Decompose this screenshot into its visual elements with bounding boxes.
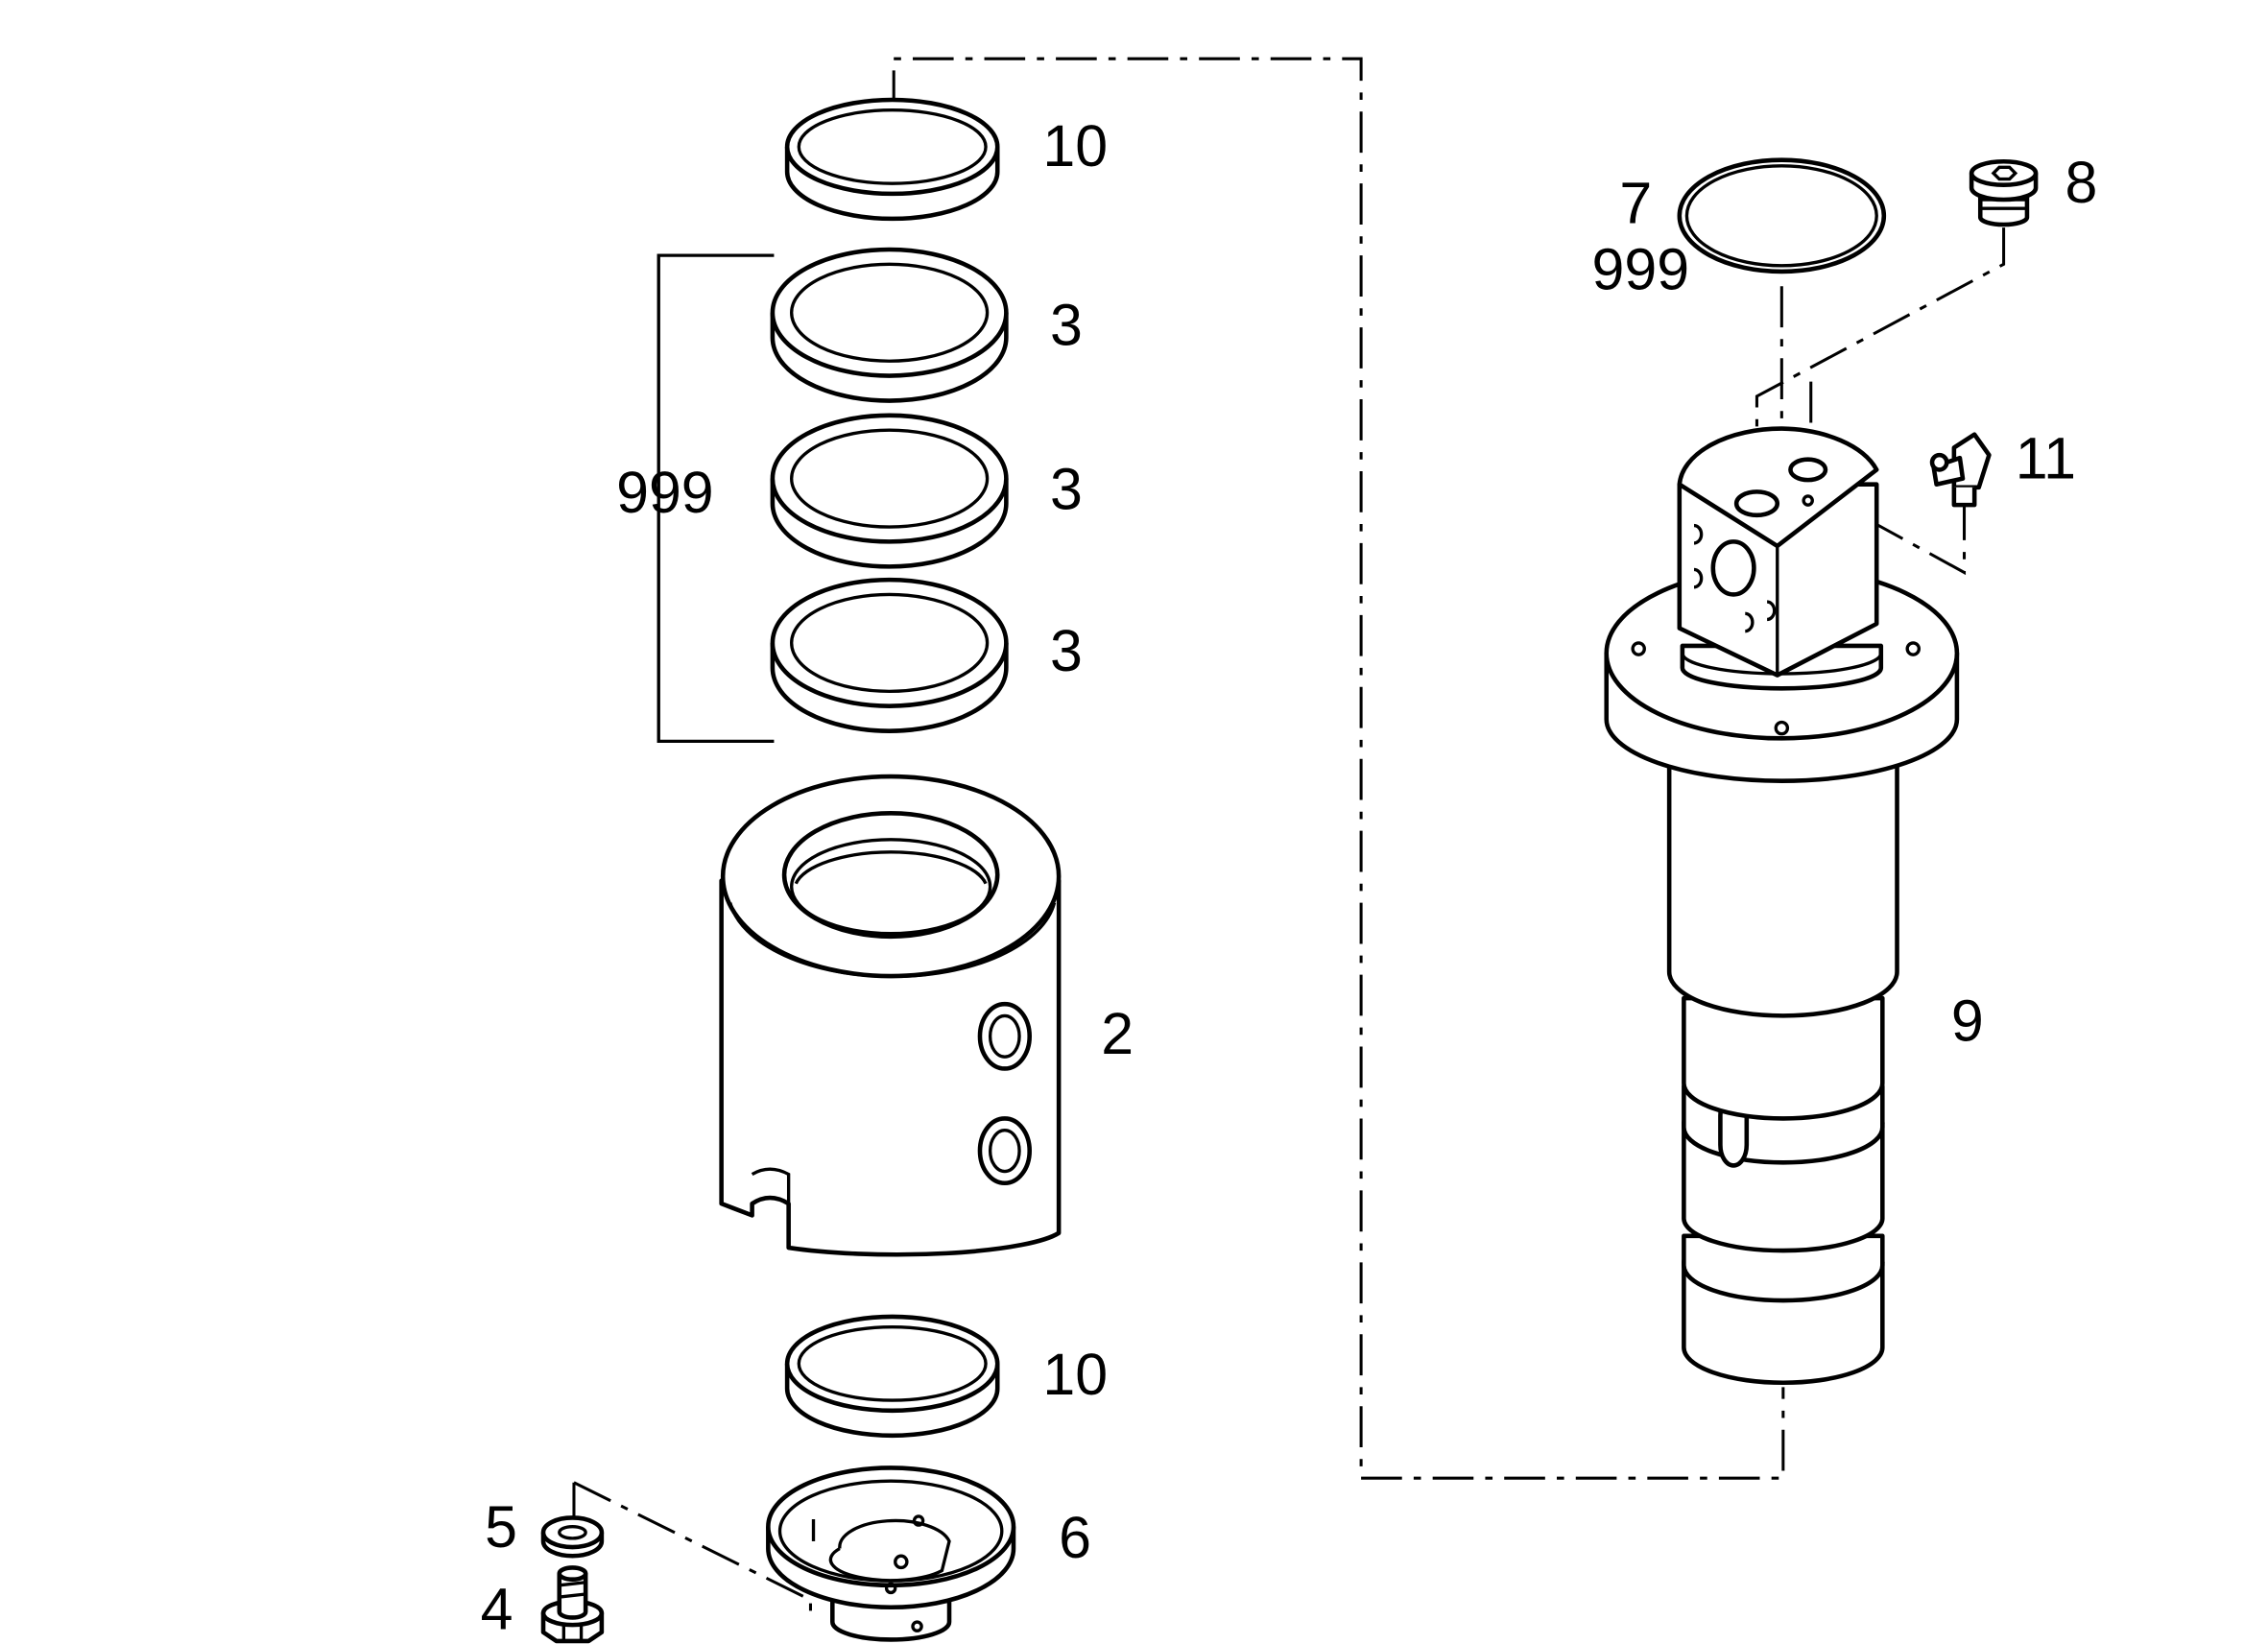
seal-ring-1 [770, 247, 1009, 403]
callout-3-third: 3 [1050, 618, 1083, 683]
callout-999-seal-kit: 999 [616, 460, 714, 525]
callout-3-second: 3 [1050, 457, 1083, 522]
grease-nipple [1929, 432, 1992, 508]
callout-5: 5 [485, 1494, 517, 1560]
callout-8: 8 [2065, 150, 2098, 215]
plug [1969, 158, 2039, 227]
callout-7: 7 [1619, 170, 1652, 235]
callout-10-top: 10 [1042, 113, 1108, 179]
callout-labels: 10 3 3 3 999 2 10 6 5 4 7 999 8 11 9 [481, 113, 2098, 1642]
callout-2: 2 [1101, 1001, 1134, 1066]
seal-ring-2 [770, 413, 1009, 569]
seal-kit-bracket [657, 253, 775, 744]
callout-4: 4 [481, 1577, 513, 1642]
rotary-shaft [1604, 426, 1960, 1386]
callout-3-first: 3 [1050, 292, 1083, 357]
ring-top [784, 97, 1000, 222]
callout-10-bottom: 10 [1042, 1342, 1108, 1407]
callout-999-o-ring: 999 [1592, 236, 1690, 301]
cover [766, 1465, 1016, 1642]
o-ring [1677, 157, 1887, 274]
ring-bottom [784, 1314, 1000, 1439]
housing [719, 774, 1062, 1257]
callout-6: 6 [1059, 1505, 1091, 1570]
callout-11: 11 [2016, 425, 2076, 490]
seal-ring-3 [770, 577, 1009, 733]
washer [540, 1515, 605, 1559]
callout-9: 9 [1951, 988, 1984, 1053]
bolt [540, 1565, 605, 1644]
